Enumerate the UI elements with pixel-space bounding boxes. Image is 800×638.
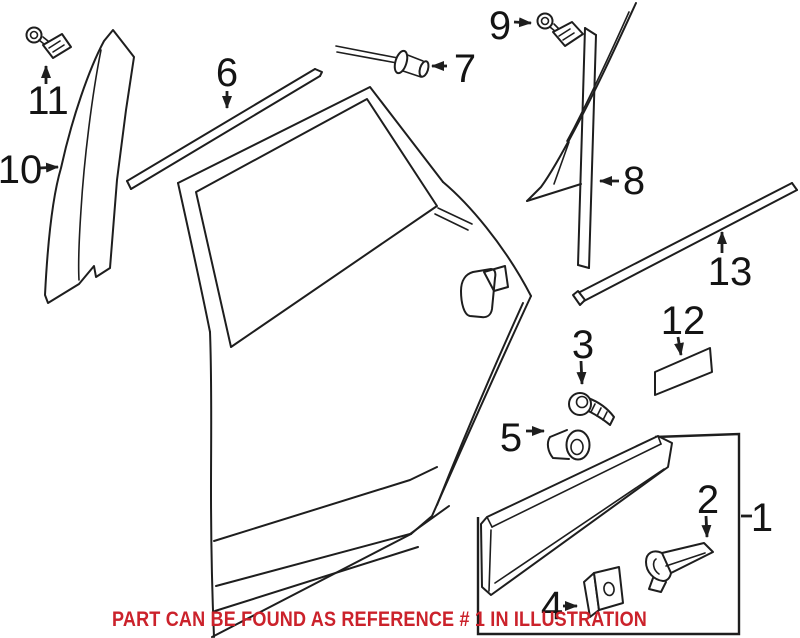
arrow-10 [39,162,59,173]
door-handle-grip [483,265,509,292]
door-handle-recess [460,268,497,319]
part-8-bottom-edge [526,183,582,202]
part-6-left-cap [126,180,132,190]
wheel-arch-inner [436,302,524,506]
part-4-front-face [593,566,624,611]
window-opening [195,98,438,348]
screw-threads [590,403,608,421]
door-panel-drawing [177,86,532,638]
part-label-13: 13 [708,250,753,294]
molding-body [480,435,673,596]
grommet-cone [546,429,570,460]
arrow-9 [513,17,532,28]
part-2-tab [648,577,667,593]
clip-flange-detail [558,28,575,41]
clip-head [25,26,43,44]
part-label-5: 5 [500,416,522,460]
part-6-top-line [126,68,316,182]
part-label-3: 3 [572,323,594,367]
part-label-10: 10 [0,148,42,192]
part-10-fold-line [77,49,102,281]
part-6-bottom-line [130,75,321,190]
molding-top-crease [491,443,662,528]
part-7-rivet [335,45,430,78]
part-13-left-cap [572,290,586,306]
part-1-reference-box [476,432,741,636]
door-bottom-edge [211,533,412,638]
caption-text: PART CAN BE FOUND AS REFERENCE # 1 IN IL… [112,608,647,631]
part-labels: 11 10 6 7 9 8 13 12 3 5 1 2 4 [0,4,773,628]
part-label-8: 8 [623,159,645,203]
part-2-fold [645,550,672,582]
part-8-inner-line [566,11,630,142]
window-frame-outer [177,86,444,184]
clip-flange-detail [48,40,65,53]
part-8-applique [526,2,637,269]
part-11-clip [25,26,72,59]
part-label-2: 2 [697,478,719,522]
part-4-clip [583,566,624,618]
grommet-hole [570,438,584,456]
molding-end-details [486,435,662,592]
part-8-outer-edge [526,2,637,202]
arrow-3 [576,360,587,385]
clip-head-inner [29,30,39,40]
part-2-fold-inner [652,558,660,575]
part-label-4: 4 [541,584,563,628]
molding-face-crease [494,468,665,584]
part-5-grommet [546,429,591,461]
part-label-11: 11 [27,79,69,123]
clip-head [536,12,554,30]
part-8-strip-left [577,27,586,266]
leader-arrows [39,17,752,611]
door-crease-lower [214,546,419,612]
part-2-plate-line [665,552,706,567]
part-6-belt-molding [126,68,323,190]
part-12-outline [654,347,713,396]
part-13-bottom-line [583,189,798,302]
part-9-clip [536,12,584,47]
beltline-line-a [437,207,473,225]
door-front-edge [209,331,215,638]
arrow-12 [674,336,684,356]
part-label-6: 6 [216,51,238,95]
screw-head-inner [575,395,589,409]
part-2-clip [645,542,714,593]
clip-flange [552,21,584,47]
door-rear-shoulder [442,181,532,297]
rivet-flange [393,49,409,75]
beltline-line-b [434,213,469,231]
part-8-corner-line [553,141,570,185]
part-label-12: 12 [661,299,706,343]
part-10-applique [44,29,135,304]
arrow-2 [701,515,712,538]
part-6-right-cap [314,68,323,77]
part-label-9: 9 [489,4,511,48]
part-8-strip-right [588,34,597,269]
clip-flange [42,33,72,59]
rivet-pin [335,45,399,64]
part-label-7: 7 [454,47,476,91]
rivet-end [418,60,430,78]
window-frame-left [177,182,211,333]
clip-head-inner [540,16,550,26]
part-12-strip [654,347,713,396]
part-13-right-cap [791,182,798,191]
door-crease-upper [213,466,438,542]
part-4-hole [603,581,615,597]
part-8-strip-caps [577,27,597,269]
part-3-screw [568,392,615,426]
part-13-top-line [577,182,793,294]
part-13-belt-molding [572,182,798,306]
clip-neck [38,36,49,45]
part-10-outline [44,29,135,304]
part-label-1: 1 [751,496,773,540]
part-1-door-molding [480,435,673,596]
